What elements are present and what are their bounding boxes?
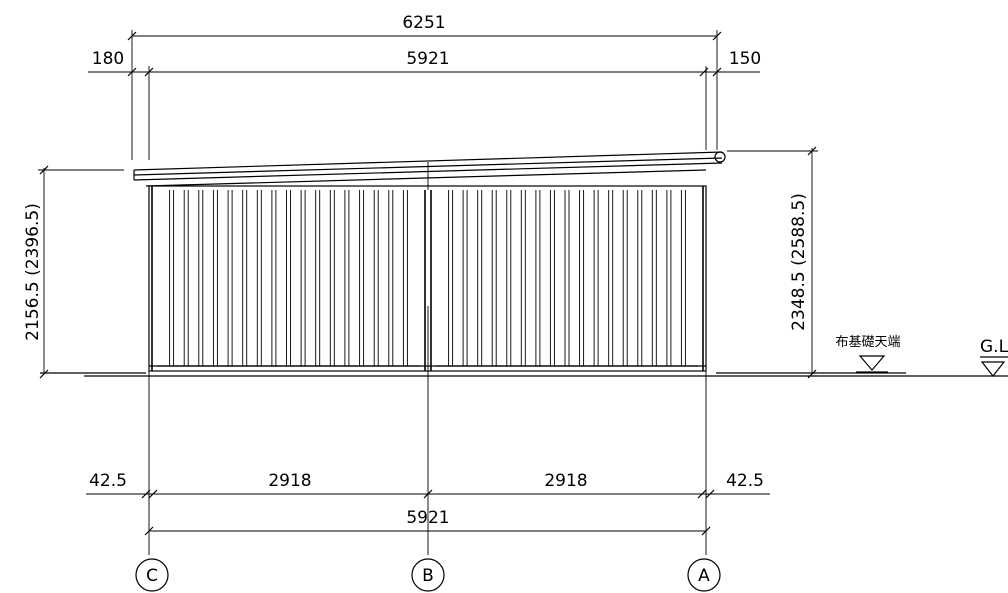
- dim-overall-width: 6251: [402, 13, 445, 33]
- foundation-top-marker: 布基礎天端: [835, 335, 901, 373]
- dim-right-height: 2348.5 (2588.5): [789, 193, 809, 331]
- svg-text:A: A: [698, 566, 710, 586]
- top-dimension-6251: 6251: [127, 13, 722, 41]
- svg-text:C: C: [146, 566, 158, 586]
- grid-lines: [148, 306, 707, 555]
- bottom-dimension-row-2: 5921: [144, 508, 711, 536]
- dim-left-height: 2156.5 (2396.5): [23, 203, 43, 341]
- bottom-dimension-row-1: 42.5 2918 2918 42.5: [86, 471, 770, 499]
- dim-bottom-span-left: 2918: [268, 471, 311, 491]
- right-height-dimension: 2348.5 (2588.5): [727, 146, 818, 379]
- grid-bubble-b: B: [411, 558, 445, 592]
- svg-text:B: B: [422, 566, 434, 586]
- left-height-dimension: 2156.5 (2396.5): [23, 165, 124, 379]
- dim-inner-width: 5921: [406, 49, 449, 69]
- top-extension-lines: [131, 30, 718, 160]
- wall-frame: [148, 185, 707, 372]
- ground-level-marker: G.L: [980, 337, 1008, 377]
- ground-lines: [40, 356, 1008, 377]
- roof: [133, 151, 726, 190]
- label-ground-level: G.L: [980, 337, 1008, 357]
- top-dimension-5921: 5921 180 150: [88, 49, 761, 77]
- dim-bottom-left-edge: 42.5: [89, 471, 127, 491]
- grid-bubble-c: C: [135, 558, 169, 592]
- label-foundation-top: 布基礎天端: [835, 335, 900, 350]
- dim-bottom-span-right: 2918: [544, 471, 587, 491]
- dim-bottom-total: 5921: [406, 508, 449, 528]
- dim-left-overhang: 180: [92, 49, 124, 69]
- wall-panels: [169, 190, 686, 366]
- dim-right-overhang: 150: [729, 49, 761, 69]
- grid-bubble-a: A: [687, 558, 721, 592]
- dim-bottom-right-edge: 42.5: [726, 471, 764, 491]
